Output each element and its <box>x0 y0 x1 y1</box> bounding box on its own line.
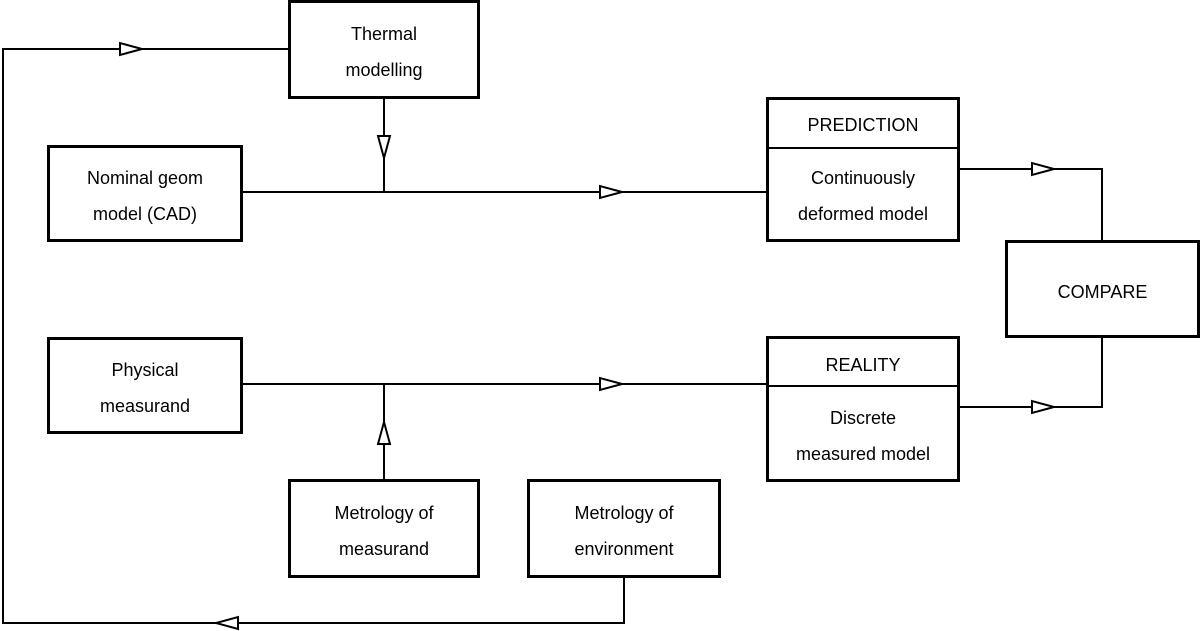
arrow-metrology-up <box>376 418 392 445</box>
reality-header: REALITY <box>825 355 901 375</box>
metrology-environment-line1: Metrology of <box>574 503 674 523</box>
arrow-thermal-down <box>376 135 392 162</box>
physical-measurand-box: Physical measurand <box>47 337 243 434</box>
nominal-line2: model (CAD) <box>92 204 198 224</box>
reality-divider <box>769 385 957 387</box>
physical-line1: Physical <box>111 360 179 380</box>
physical-line2: measurand <box>99 396 191 416</box>
metrology-measurand-line1: Metrology of <box>334 503 434 523</box>
prediction-divider <box>769 147 957 149</box>
nominal-geom-model-box: Nominal geom model (CAD) <box>47 145 243 242</box>
metrology-measurand-line2: measurand <box>338 539 430 559</box>
reality-to-compare-line <box>958 338 1103 408</box>
arrow-physical-reality <box>599 376 626 392</box>
compare-label: COMPARE <box>1057 282 1148 302</box>
thermal-line2: modelling <box>345 60 423 80</box>
arrow-nominal-prediction <box>599 184 626 200</box>
nominal-line1: Nominal geom <box>86 168 204 188</box>
feedback-loop-line <box>2 48 625 624</box>
prediction-line1: Continuously <box>810 168 916 188</box>
arrow-feedback-left <box>212 615 239 631</box>
arrow-prediction-compare <box>1031 161 1058 177</box>
metrology-environment-box: Metrology of environment <box>527 479 721 578</box>
thermal-modelling-box: Thermal modelling <box>288 0 480 99</box>
arrow-reality-compare <box>1031 399 1058 415</box>
prediction-box: PREDICTION Continuously deformed model <box>766 97 960 242</box>
metrology-environment-line2: environment <box>574 539 674 559</box>
arrow-feedback-right <box>119 41 146 57</box>
reality-box: REALITY Discrete measured model <box>766 336 960 482</box>
compare-box: COMPARE <box>1005 240 1200 338</box>
thermal-line1: Thermal <box>350 24 417 44</box>
reality-line1: Discrete <box>829 408 896 428</box>
metrology-measurand-box: Metrology of measurand <box>288 479 480 578</box>
prediction-to-compare-line <box>958 168 1103 241</box>
prediction-line2: deformed model <box>797 204 929 224</box>
prediction-header: PREDICTION <box>807 115 919 135</box>
reality-line2: measured model <box>795 444 931 464</box>
